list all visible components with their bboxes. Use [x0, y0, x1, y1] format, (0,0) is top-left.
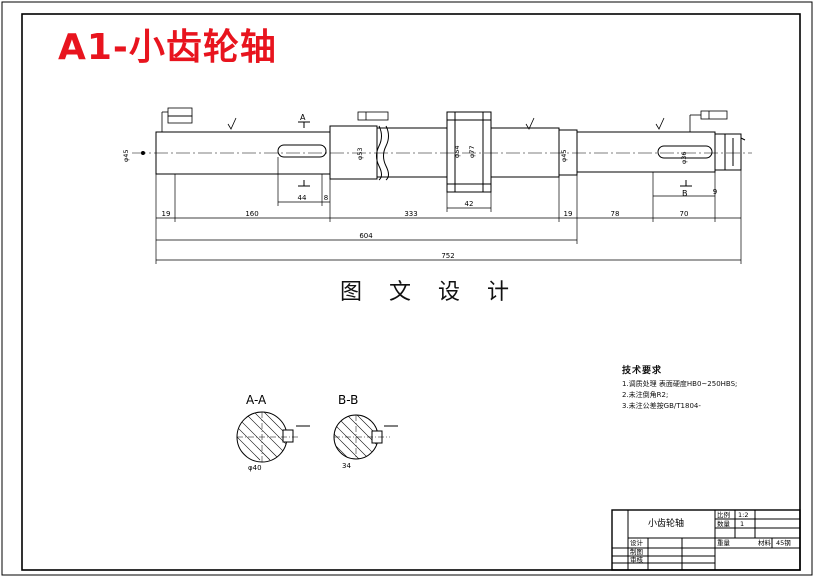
dia-right-journal: φ45	[560, 149, 568, 162]
tb-label-material: 材料	[758, 538, 772, 547]
cut-plane-marks	[298, 121, 692, 187]
dim-seg-3: 8	[324, 194, 328, 202]
dim-overall-partial: 604	[359, 232, 373, 240]
keyway-a	[277, 144, 327, 158]
tb-label-weight: 重量	[717, 539, 731, 547]
title-block-text: 小齿轮轴 比例 1:2 数量 1 重量 材料 45钢 设计 制图 审核	[630, 510, 791, 564]
section-b-label: B-B	[338, 393, 358, 407]
dimension-lines	[155, 157, 742, 264]
tb-label-drafter: 制图	[630, 547, 643, 556]
dim-seg-4: 333	[404, 210, 417, 218]
document-title: A1-小齿轮轴	[58, 27, 277, 68]
dia-right-end: φ36	[680, 151, 688, 164]
shaft-outline	[155, 111, 746, 193]
title-block	[611, 509, 801, 571]
section-a-dim: φ40	[248, 464, 262, 472]
dim-overall-total: 752	[441, 252, 454, 260]
dim-seg-7: 70	[680, 210, 689, 218]
caption: 图 文 设 计	[340, 280, 519, 305]
tech-requirements: 技术要求 1.调质处理 表面硬度HB0~250HBS; 2.未注倒角R2; 3.…	[622, 366, 737, 412]
section-b-view	[333, 414, 398, 460]
dia-shoulder: φ53	[356, 147, 364, 160]
section-a-label: A-A	[246, 393, 267, 407]
tech-requirement-item: 3.未注公差按GB/T1804-	[622, 402, 701, 410]
dim-seg-5: 19	[564, 210, 573, 218]
tb-value-qty: 1	[740, 520, 744, 528]
centre-hole	[141, 151, 145, 155]
tb-label-ratio: 比例	[717, 510, 730, 519]
tb-value-material: 45钢	[776, 539, 791, 547]
tb-value-ratio: 1:2	[738, 511, 748, 519]
dim-gear-width: 42	[465, 200, 474, 208]
dim-keyway-a: 44	[298, 194, 307, 202]
dia-gear-root: φ54	[453, 145, 461, 158]
tolerance-frames	[161, 107, 728, 132]
cut-label-b: B	[682, 189, 688, 198]
dia-gear-tip: φ77	[468, 145, 476, 158]
section-b-dim: 34	[342, 462, 351, 470]
keyway-b	[657, 145, 713, 159]
dim-seg-2: 160	[245, 210, 258, 218]
dia-left-journal: φ45	[122, 149, 130, 162]
dimension-values: 19 160 8 333 19 78 70 9 44 42 604 752	[162, 188, 718, 260]
tech-requirement-item: 2.未注倒角R2;	[622, 391, 669, 399]
part-name: 小齿轮轴	[648, 517, 684, 529]
section-a-view	[236, 411, 310, 463]
dim-seg-8: 9	[713, 188, 717, 196]
dim-seg-1: 19	[162, 210, 171, 218]
diameter-labels: φ45 φ53 φ54 φ77 φ45 φ36	[122, 145, 688, 164]
tech-requirements-heading: 技术要求	[622, 366, 663, 376]
tech-requirement-item: 1.调质处理 表面硬度HB0~250HBS;	[622, 380, 738, 388]
inner-border	[21, 13, 801, 571]
tb-label-reviewer: 审核	[630, 555, 644, 564]
cut-label-a: A	[300, 113, 306, 122]
dim-seg-6: 78	[611, 210, 620, 218]
tb-label-qty: 数量	[717, 519, 731, 528]
tb-label-designer: 设计	[630, 538, 644, 547]
roughness-symbols	[227, 117, 665, 130]
